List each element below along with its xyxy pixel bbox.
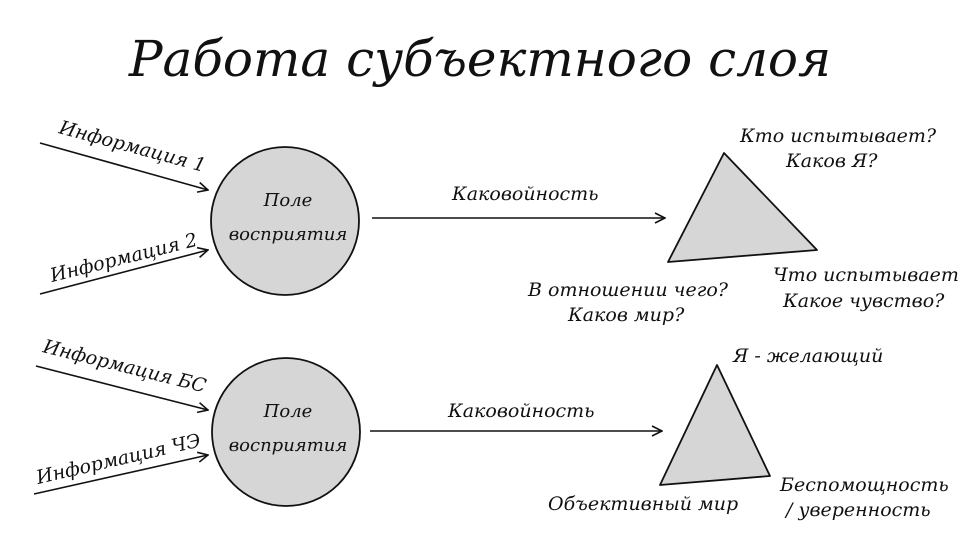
bottom-arrow-label: Каковойность	[447, 400, 595, 422]
diagram-title: Работа субъектного слоя	[128, 30, 831, 88]
bottom-vertex-top: Я - желающий	[732, 345, 883, 367]
top-field-label-line1: Поле	[263, 190, 313, 211]
top-vertex-left-line2: Каков мир?	[567, 304, 685, 326]
bottom-triangle	[659, 364, 771, 486]
top-input-arrow-2	[39, 250, 208, 295]
bottom-input-arrow-1	[35, 365, 208, 410]
top-row: Информация 1 Информация 2 Поле восприяти…	[39, 116, 960, 326]
bottom-input-label-2: Информация ЧЭ	[33, 430, 203, 489]
bottom-field-label-line2: восприятия	[229, 435, 348, 456]
bottom-perception-field-circle	[211, 357, 361, 507]
top-perception-field-circle	[210, 146, 360, 296]
bottom-vertex-right-line2: / уверенность	[784, 499, 931, 521]
bottom-vertex-right-line1: Беспомощность	[779, 474, 949, 496]
bottom-input-arrow-2	[33, 455, 208, 495]
top-input-label-1: Информация 1	[56, 116, 208, 177]
top-triangle	[667, 152, 818, 263]
top-vertex-right-line1: Что испытывает?	[773, 264, 960, 286]
top-vertex-top-line2: Каков Я?	[785, 150, 878, 172]
top-vertex-right-line2: Какое чувство?	[782, 290, 945, 312]
top-arrow-label: Каковойность	[451, 183, 599, 205]
bottom-row: Информация БС Информация ЧЭ Поле восприя…	[33, 335, 949, 521]
top-input-arrow-1	[39, 142, 208, 190]
top-field-label-line2: восприятия	[229, 224, 348, 245]
top-vertex-left-line1: В отношении чего?	[527, 279, 729, 301]
top-vertex-top-line1: Кто испытывает?	[739, 125, 937, 147]
bottom-field-label-line1: Поле	[263, 401, 313, 422]
bottom-vertex-left: Объективный мир	[548, 493, 738, 515]
